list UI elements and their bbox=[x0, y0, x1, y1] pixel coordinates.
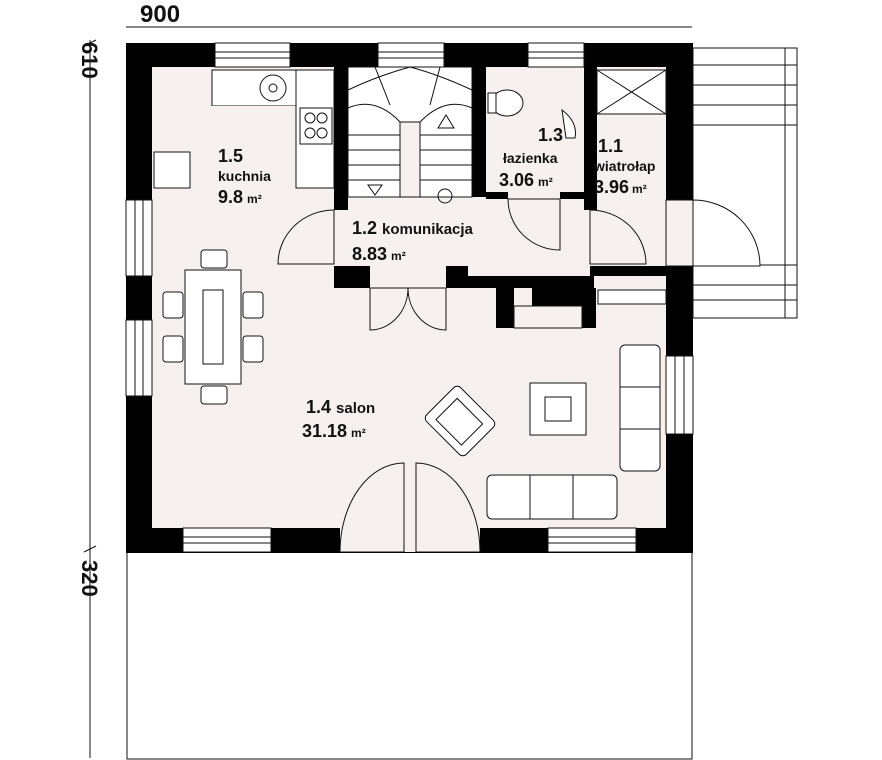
room-label-1-1: 1.1 bbox=[598, 136, 623, 156]
room-label-1-3: 1.3 bbox=[538, 125, 563, 145]
dimension-lines bbox=[83, 26, 692, 758]
room-label-1-5: 1.5 bbox=[218, 146, 243, 166]
fireplace bbox=[513, 289, 667, 329]
dimension-left-upper: 610 bbox=[77, 42, 102, 79]
room-name-1-1: wiatrołap bbox=[593, 158, 655, 174]
room-name-1-5: kuchnia bbox=[218, 168, 271, 184]
windows bbox=[125, 42, 694, 553]
wardrobe bbox=[596, 69, 667, 115]
dining-table bbox=[162, 249, 264, 405]
bathroom-fixtures bbox=[487, 89, 576, 139]
window-lines bbox=[134, 51, 685, 544]
interior-walls bbox=[334, 67, 693, 552]
dimension-left-lower: 320 bbox=[77, 560, 102, 597]
room-name-1-3: łazienka bbox=[503, 150, 558, 166]
living-furniture bbox=[424, 344, 661, 520]
staircase bbox=[347, 66, 473, 204]
kitchen-furniture bbox=[153, 69, 335, 189]
terrace bbox=[126, 551, 693, 760]
door-swings bbox=[277, 198, 761, 553]
entrance-canopy bbox=[692, 47, 798, 319]
dimension-top-width: 900 bbox=[140, 1, 180, 28]
